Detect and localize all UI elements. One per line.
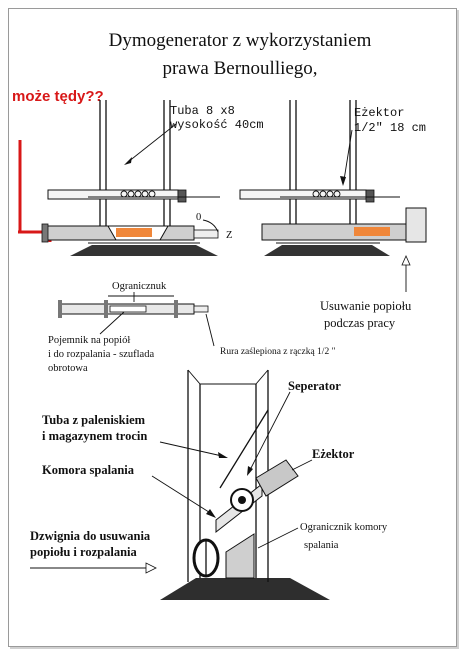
red-annotation: może tędy?? (12, 88, 104, 105)
ash-label-2: podczas pracy (324, 316, 396, 330)
ash-label-1: Usuwanie popiołu (320, 299, 412, 313)
tube-label-1: Tuba 8 x8 (170, 104, 235, 118)
container-label-1: Pojemnik na popiół (48, 335, 130, 346)
left-device: 0 Z (41, 100, 232, 256)
title-line-2: prawa Bernoulliego, (162, 58, 317, 79)
ejector-label-1: Eżektor (354, 106, 404, 120)
tube-label-2: wysokość 40cm (170, 118, 264, 132)
ejector-label-2: 1/2" 18 cm (354, 121, 426, 135)
chamber-limit-label-2: spalania (304, 540, 339, 551)
separator-label: Seperator (288, 379, 341, 393)
lever-label-2: popiołu i rozpalania (30, 545, 137, 559)
coil-icon-right (312, 190, 341, 198)
tube-furnace-label-1: Tuba z paleniskiem (42, 413, 146, 427)
ejector-3d-label: Eżektor (312, 447, 355, 461)
chamber-limit-label-1: Ogranicznik komory (300, 522, 388, 533)
pipe-plug-label: Rura zaślepiona z rączką 1/2 " (220, 347, 336, 357)
limiter-label: Ogranicznuk (112, 281, 167, 292)
coil-icon (120, 190, 156, 198)
valve-o-label: 0 (196, 212, 201, 223)
combustion-label: Komora spalania (42, 463, 135, 477)
title-line-1: Dymogenerator z wykorzystaniem (109, 30, 372, 51)
sheet-border (8, 8, 457, 647)
tube-furnace-label-2: i magazynem trocin (42, 429, 147, 443)
container-label-3: obrotowa (48, 363, 88, 374)
valve-z-label: Z (226, 230, 232, 241)
right-device (239, 100, 427, 256)
flame-left (116, 228, 152, 237)
flame-right (354, 227, 390, 236)
lever-label-1: Dzwignia do usuwania (30, 529, 151, 543)
drawer-assembly (58, 300, 209, 318)
container-label-2: i do rozpalania - szuflada (48, 349, 154, 360)
bottom-device (160, 369, 330, 600)
